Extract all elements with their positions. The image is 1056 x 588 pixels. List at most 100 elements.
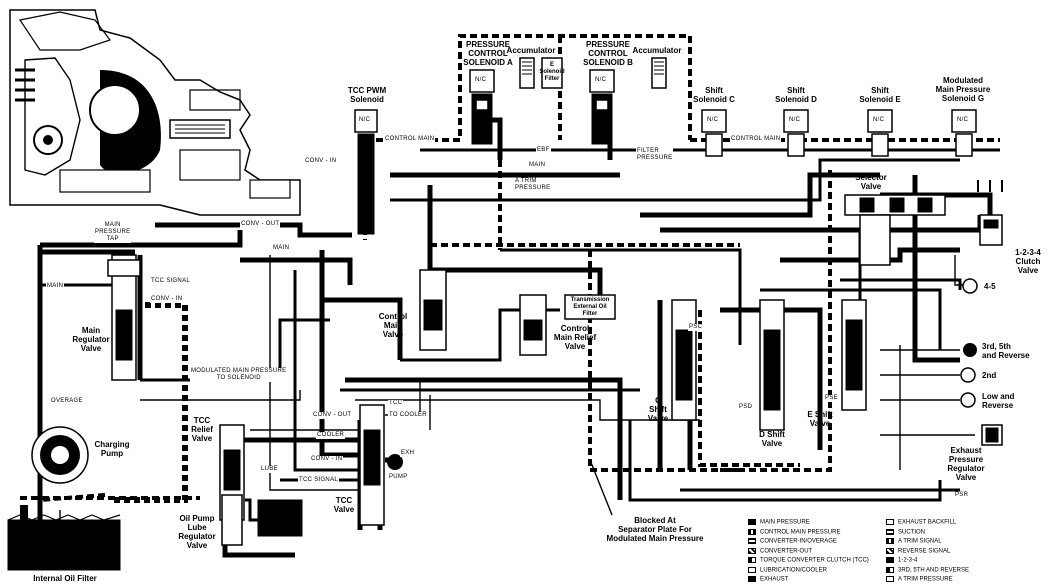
accumulator-a-label: Accumulator — [506, 46, 556, 55]
legend-item: 1-2-3-4 — [886, 557, 917, 565]
tcc-valve-label: TCC Valve — [333, 496, 355, 514]
shift-solenoid-c-label: Shift Solenoid C — [693, 86, 735, 104]
output-45-label: 4-5 — [984, 282, 996, 291]
legend-swatch — [886, 519, 894, 525]
solenoid-tag-pcs-a: N/C — [474, 77, 488, 84]
control-main-valve-label: Control Main Valve — [378, 312, 408, 339]
legend-label: 1-2-3-4 — [898, 557, 918, 564]
control-main-relief-valve-label: Control Main Relief Valve — [553, 324, 597, 351]
legend-swatch — [748, 528, 756, 535]
legend-swatch — [886, 566, 894, 573]
legend-item: CONVERTER-IN/OVERAGE — [748, 538, 837, 546]
legend-item: SUCTION — [886, 528, 925, 537]
legend-label: A TRIM SIGNAL — [898, 538, 942, 545]
solenoid-tag-shift-c: N/C — [706, 117, 720, 124]
output-2nd-label: 2nd — [982, 371, 997, 380]
internal-oil-filter-label: Internal Oil Filter — [33, 574, 97, 583]
pressure-control-solenoid-a-label: PRESSURE CONTROL SOLENOID A — [463, 40, 513, 67]
legend-swatch — [748, 566, 756, 573]
line-label-lube: LUBE — [260, 466, 279, 473]
legend-label: A TRIM PRESSURE — [898, 576, 953, 583]
line-label-conv-out: CONV - OUT — [240, 221, 281, 228]
legend-label: MAIN PRESSURE — [760, 519, 810, 526]
output-3rd-5th-reverse-label: 3rd, 5th and Reverse — [982, 342, 1030, 360]
shift-solenoid-e-label: Shift Solenoid E — [859, 86, 901, 104]
solenoid-tag-mod-main: N/C — [956, 117, 970, 124]
line-label-main-1: MAIN — [528, 162, 547, 169]
legend-item: A TRIM SIGNAL — [886, 538, 942, 546]
transmission-filter-label: Transmission External Oil Filter — [570, 297, 610, 317]
line-label-psd: PSD — [738, 404, 754, 411]
line-label-tcc-signal-2: TCC SIGNAL — [298, 477, 340, 484]
e-shift-valve-label: E Shift Valve — [807, 410, 833, 428]
tcc-relief-valve-label: TCC Relief Valve — [191, 416, 213, 443]
legend-swatch — [886, 576, 894, 582]
legend-swatch — [748, 576, 756, 582]
solenoid-tag-shift-d: N/C — [788, 117, 802, 124]
line-label-conv-in-top: CONV - IN — [304, 158, 338, 165]
legend-item: MAIN PRESSURE — [748, 519, 810, 527]
legend-label: REVERSE SIGNAL — [898, 548, 951, 555]
legend-swatch — [886, 557, 894, 563]
e-solenoid-filter-label: E Solenoid Filter — [539, 62, 565, 82]
legend-label: TORQUE CONVERTER CLUTCH (TCC) — [760, 557, 869, 564]
legend-swatch — [748, 547, 756, 554]
line-label-tcc: TCC — [388, 400, 404, 407]
line-label-modulated-main: MODULATED MAIN PRESSURE TO SOLENOID — [190, 368, 288, 382]
line-label-ebf: EBF — [536, 147, 551, 154]
legend-label: SUCTION — [898, 529, 925, 536]
line-label-main-2: MAIN — [46, 283, 65, 290]
modulated-main-pressure-solenoid-label: Modulated Main Pressure Solenoid G — [935, 76, 991, 103]
legend-label: 3RD, 5TH AND REVERSE — [898, 567, 970, 574]
line-label-filter-pressure: FILTER PRESSURE — [636, 148, 674, 162]
transmission-cutaway — [9, 9, 301, 216]
line-label-control-main-1: CONTROL MAIN — [384, 136, 436, 143]
tcc-pwm-solenoid-label: TCC PWM Solenoid — [347, 86, 387, 104]
legend-item: LUBRICATION/COOLER — [748, 566, 827, 575]
legend-label: LUBRICATION/COOLER — [760, 567, 827, 574]
legend-label: CONVERTER-OUT — [760, 548, 813, 555]
line-label-pse: PSE — [824, 395, 839, 402]
legend: MAIN PRESSURE CONTROL MAIN PRESSURE CONVER… — [748, 519, 1054, 587]
line-label-main-3: MAIN — [272, 245, 291, 252]
charging-pump-label: Charging Pump — [94, 440, 130, 458]
line-label-overage: OVERAGE — [50, 398, 84, 405]
line-label-main-pressure-tap: MAIN PRESSURE TAP — [94, 222, 132, 243]
legend-swatch — [886, 528, 894, 535]
legend-item: 3RD, 5TH AND REVERSE — [886, 566, 970, 575]
line-label-cooler: COOLER — [316, 432, 346, 439]
d-shift-valve-label: D Shift Valve — [759, 430, 785, 448]
legend-item: EXHAUST BACKFILL — [886, 519, 956, 527]
legend-item: EXHAUST — [748, 576, 788, 584]
oil-pump-lube-regulator-label: Oil Pump Lube Regulator Valve — [178, 514, 216, 550]
legend-label: CONVERTER-IN/OVERAGE — [760, 538, 837, 545]
line-label-control-main-2: CONTROL MAIN — [730, 136, 782, 143]
solenoid-tag-pcs-b: N/C — [594, 77, 608, 84]
line-label-a-trim-pressure: A TRIM PRESSURE — [514, 178, 552, 192]
legend-swatch — [886, 538, 894, 544]
solenoid-tag-tcc-pwm: N/C — [358, 117, 372, 124]
legend-label: EXHAUST BACKFILL — [898, 519, 957, 526]
legend-item: REVERSE SIGNAL — [886, 547, 951, 556]
line-label-conv-out-2: CONV - OUT — [312, 412, 353, 419]
legend-item: TORQUE CONVERTER CLUTCH (TCC) — [748, 557, 869, 565]
legend-label: EXHAUST — [760, 576, 789, 583]
shift-solenoid-d-label: Shift Solenoid D — [775, 86, 817, 104]
legend-item: CONTROL MAIN PRESSURE — [748, 528, 841, 537]
line-label-to-cooler: TO COOLER — [388, 412, 428, 419]
line-label-psr: PSR — [954, 492, 970, 499]
blocked-separator-note: Blocked At Separator Plate For Modulated… — [606, 516, 704, 543]
clutch-1234-valve-label: 1-2-3-4 Clutch Valve — [1015, 248, 1041, 275]
legend-swatch — [748, 557, 756, 563]
exhaust-pressure-regulator-label: Exhaust Pressure Regulator Valve — [947, 446, 985, 482]
selector-valve-label: Selector Valve — [855, 173, 887, 191]
line-label-conv-in: CONV - IN — [150, 296, 184, 303]
legend-swatch — [748, 519, 756, 525]
legend-item: A TRIM PRESSURE — [886, 576, 953, 584]
c-shift-valve-label: C Shift Valve — [647, 396, 669, 423]
main-regulator-valve-label: Main Regulator Valve — [72, 326, 110, 353]
line-label-psc: PSC — [688, 324, 704, 331]
line-label-tcc-signal-1: TCC SIGNAL — [150, 278, 192, 285]
line-label-exh: EXH — [400, 450, 416, 457]
legend-label: CONTROL MAIN PRESSURE — [760, 529, 841, 536]
